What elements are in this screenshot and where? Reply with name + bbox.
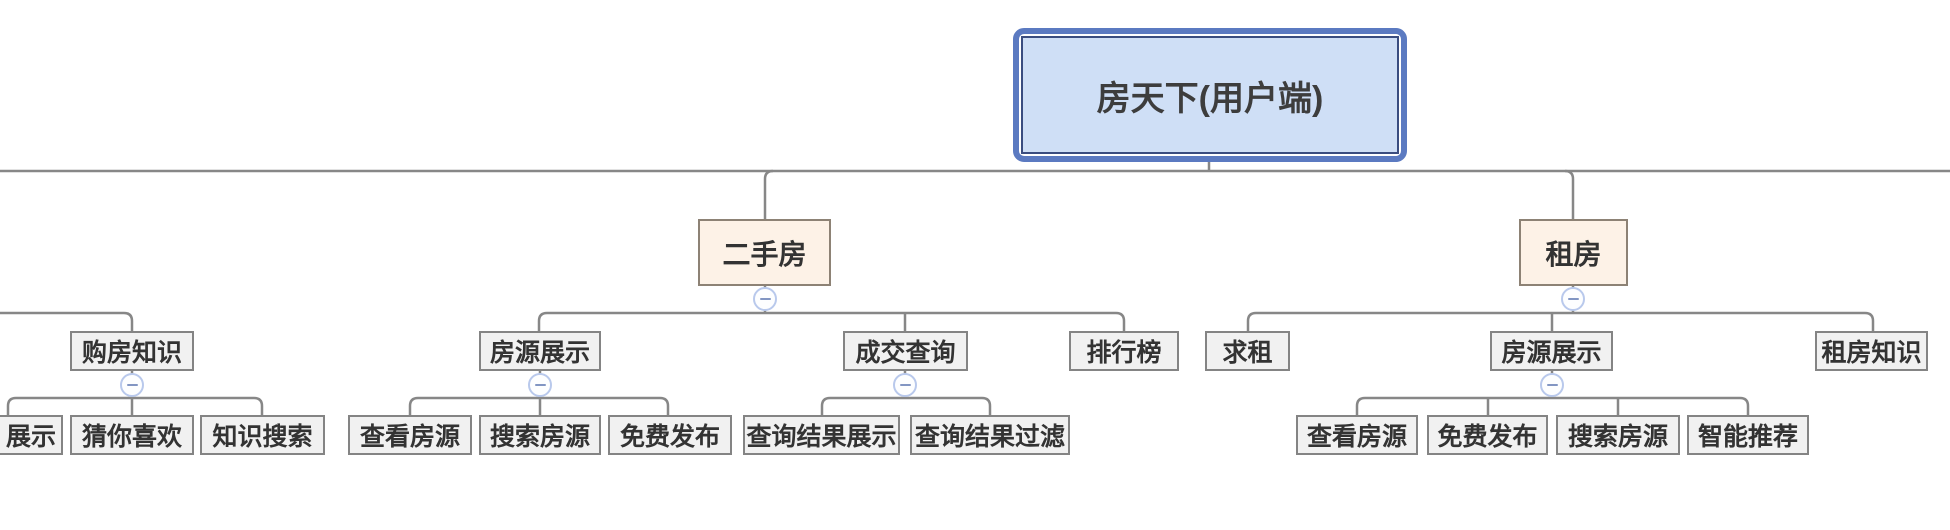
node-query-result-filter[interactable]: 查询结果过滤 (910, 415, 1070, 455)
minus-dash (759, 298, 771, 300)
minus-dash (534, 384, 546, 386)
node-root[interactable]: 房天下(用户端) (1013, 28, 1407, 162)
collapse-minus-icon[interactable] (1540, 373, 1564, 397)
node-guess-you-like[interactable]: 猜你喜欢 (70, 415, 194, 455)
collapse-minus-icon[interactable] (120, 373, 144, 397)
collapse-minus-icon[interactable] (1561, 287, 1585, 311)
node-buying-knowledge[interactable]: 购房知识 (70, 331, 194, 371)
node-free-publish-second-hand[interactable]: 免费发布 (608, 415, 732, 455)
node-rent[interactable]: 租房 (1519, 219, 1628, 286)
node-free-publish-rent[interactable]: 免费发布 (1427, 415, 1548, 455)
node-query-result-display[interactable]: 查询结果展示 (743, 415, 900, 455)
minus-dash (1546, 384, 1558, 386)
collapse-minus-icon[interactable] (753, 287, 777, 311)
node-knowledge-search[interactable]: 知识搜索 (200, 415, 325, 455)
node-second-hand-house[interactable]: 二手房 (698, 219, 831, 286)
node-listing-display-second-hand[interactable]: 房源展示 (479, 331, 601, 371)
node-search-listings-rent[interactable]: 搜索房源 (1556, 415, 1680, 455)
node-deal-query[interactable]: 成交查询 (843, 331, 968, 371)
node-view-listings-second-hand[interactable]: 查看房源 (348, 415, 472, 455)
collapse-minus-icon[interactable] (528, 373, 552, 397)
node-listing-display-rent[interactable]: 房源展示 (1490, 331, 1613, 371)
minus-dash (899, 384, 911, 386)
node-rent-knowledge[interactable]: 租房知识 (1815, 331, 1928, 371)
node-display-partial[interactable]: 展示 (0, 415, 63, 455)
node-smart-recommend[interactable]: 智能推荐 (1687, 415, 1809, 455)
minus-dash (126, 384, 138, 386)
node-root-label: 房天下(用户端) (1021, 36, 1399, 154)
node-view-listings-rent[interactable]: 查看房源 (1296, 415, 1418, 455)
minus-dash (1567, 298, 1579, 300)
node-search-listings-second-hand[interactable]: 搜索房源 (479, 415, 601, 455)
node-rent-seeking[interactable]: 求租 (1205, 331, 1290, 371)
collapse-minus-icon[interactable] (893, 373, 917, 397)
node-ranking[interactable]: 排行榜 (1069, 331, 1179, 371)
